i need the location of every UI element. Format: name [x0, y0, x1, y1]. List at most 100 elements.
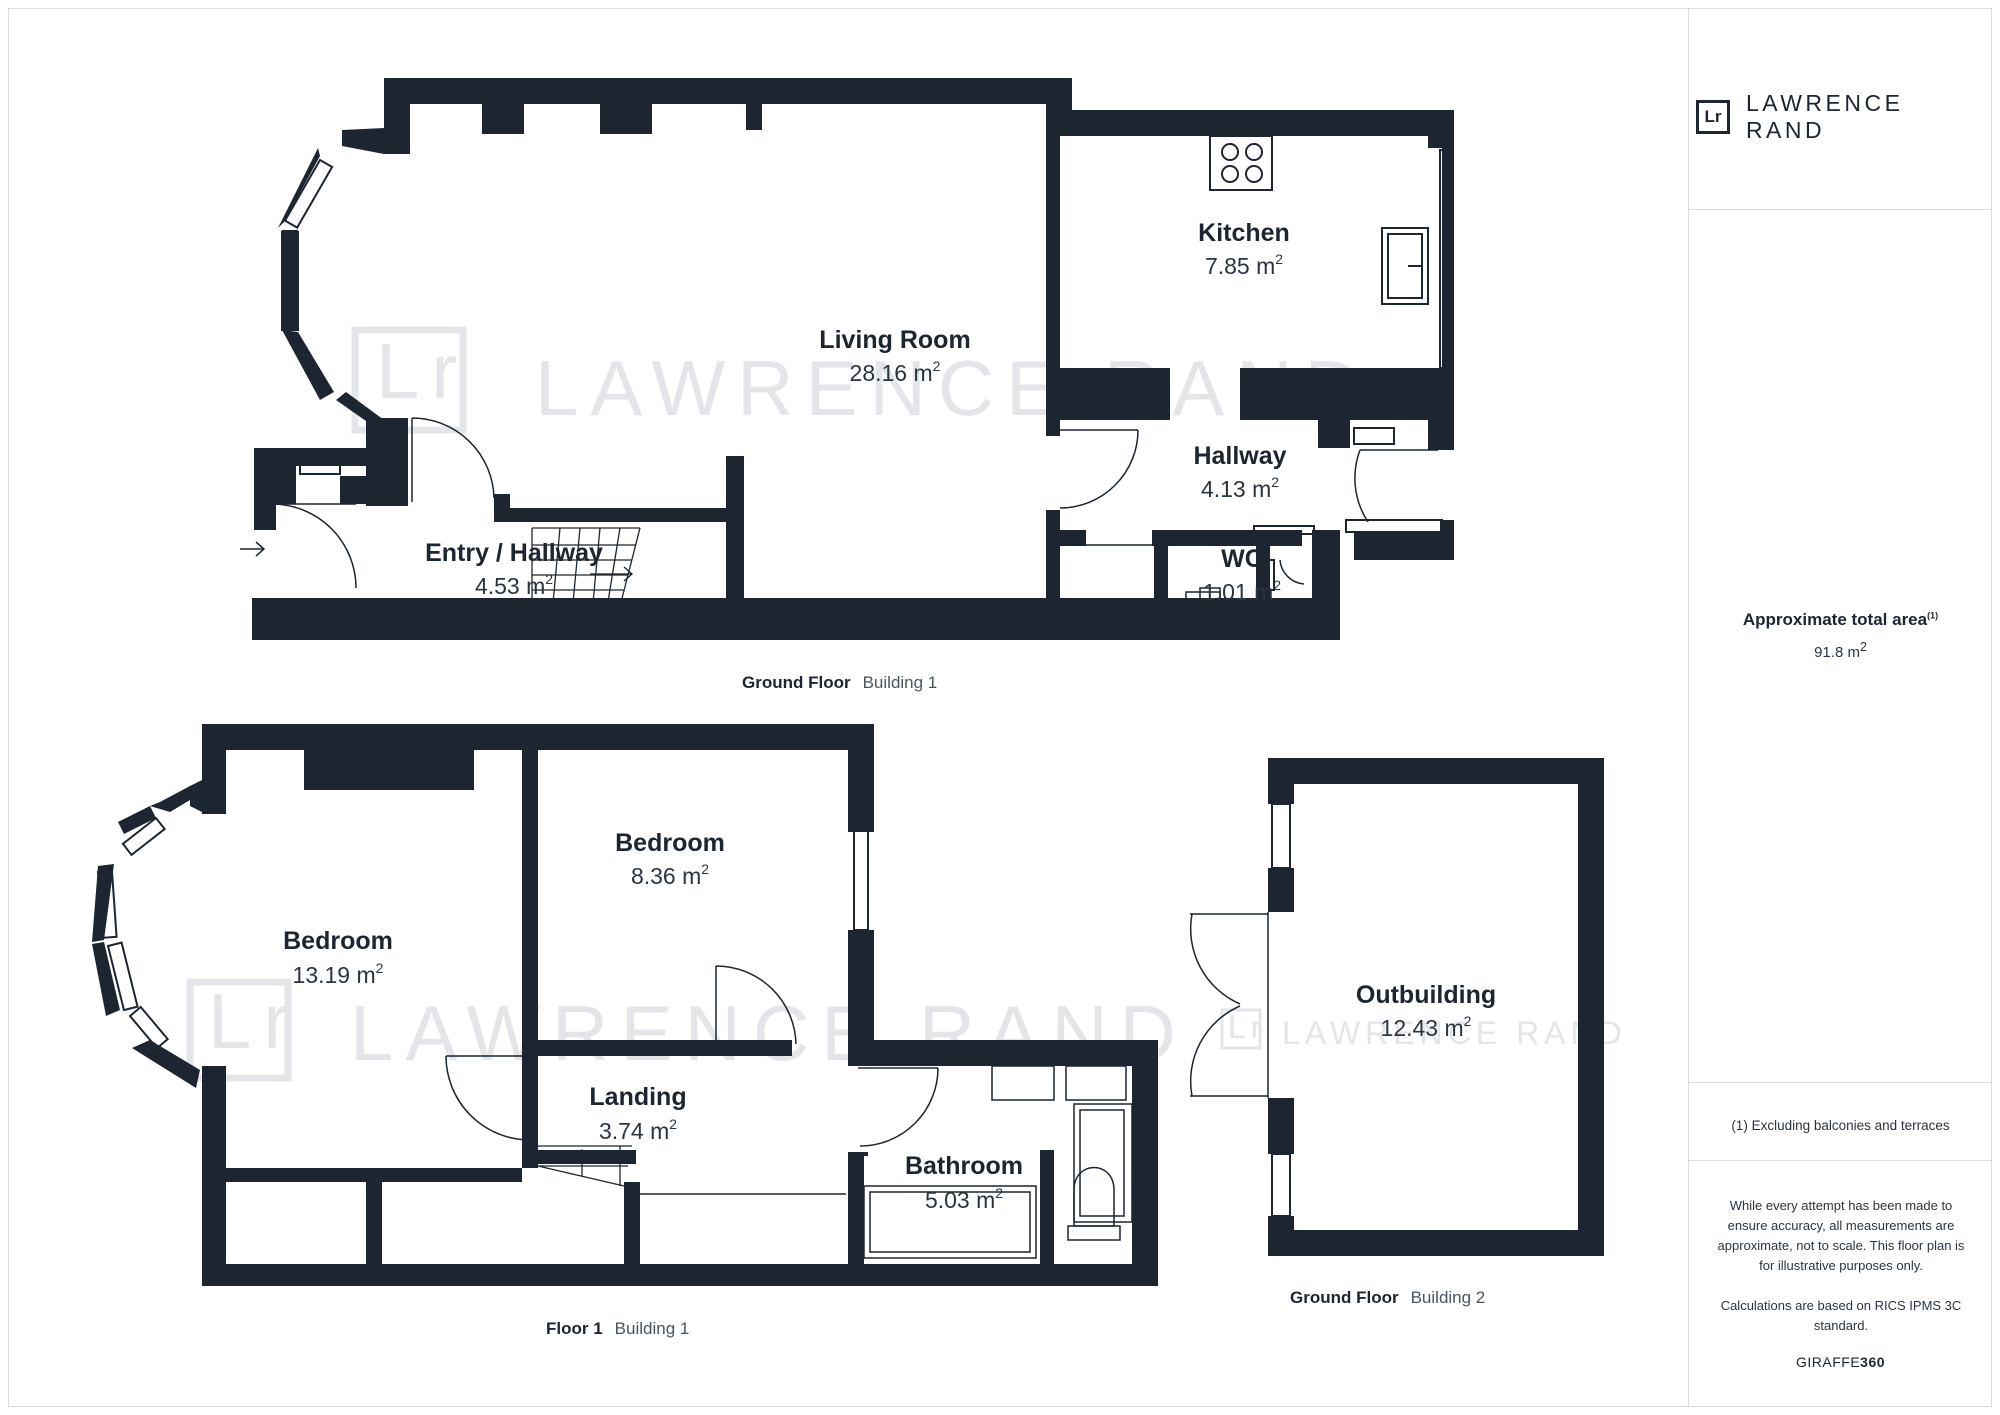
room-name: Bedroom — [615, 829, 725, 857]
watermark-ground: Lr LAWRENCE RAND — [351, 326, 1373, 434]
total-area-number: 91.8 m — [1814, 644, 1860, 661]
ground-stairs — [531, 527, 641, 615]
hob-ring-icon — [1245, 165, 1263, 183]
svg-text:8.36 m2: 8.36 m2 — [631, 861, 709, 889]
shower-tray-icon — [1073, 1103, 1133, 1223]
footnote: (1) Excluding balconies and terraces — [1731, 1118, 1950, 1133]
door-swing-icon — [859, 1067, 939, 1147]
sink-icon — [1381, 227, 1429, 305]
room-label-living-room: Living Room 28.16 m2 — [819, 326, 970, 386]
ground-floor-doors — [271, 417, 1438, 609]
floor-plan-drawing: Lr LAWRENCE RAND Lr LAWRENCE RAND Lr LAW… — [92, 78, 1627, 1338]
door-swing-icon — [411, 417, 495, 499]
room-area: 4.53 m — [475, 573, 545, 599]
credit-light: GIRAFFE — [1795, 1354, 1861, 1370]
kitchen-fittings — [1164, 135, 1429, 398]
room-label-entry-hallway: Entry / Hallway 4.53 m2 — [425, 539, 603, 599]
watermark-mark: Lr — [376, 327, 469, 415]
door-swing-icon — [1189, 1005, 1241, 1097]
hob-ring-icon — [1221, 165, 1239, 183]
area-unit-sup: 2 — [1271, 474, 1279, 490]
toilet-icon — [1073, 1166, 1115, 1227]
room-name: Entry / Hallway — [425, 539, 603, 567]
room-name: Bedroom — [283, 927, 393, 955]
area-unit-sup: 2 — [995, 1185, 1003, 1201]
watermark-text: LAWRENCE RAND — [1282, 1015, 1627, 1051]
entrance-arrow-icon — [240, 541, 266, 557]
building-name: Building 2 — [1411, 1288, 1486, 1307]
floor-name: Ground Floor — [1290, 1288, 1399, 1307]
room-area: 1.01 m — [1203, 579, 1273, 605]
sidebar-divider — [1689, 1082, 1992, 1083]
sidebar-divider — [1689, 1160, 1992, 1161]
room-area: 13.19 m — [293, 962, 376, 988]
info-sidebar: Lr LAWRENCE RAND Approximate total area(… — [1688, 8, 1992, 1407]
svg-text:4.53 m2: 4.53 m2 — [475, 571, 553, 599]
building-name: Building 1 — [863, 673, 938, 692]
area-unit-sup: 2 — [1273, 577, 1281, 593]
svg-text:7.85 m2: 7.85 m2 — [1205, 251, 1283, 279]
credit-bold: 360 — [1860, 1354, 1886, 1370]
room-label-outbuilding: Outbuilding 12.43 m2 — [1356, 981, 1496, 1041]
room-label-bathroom: Bathroom 5.03 m2 — [905, 1152, 1023, 1213]
calculation-note: Calculations are based on RICS IPMS 3C s… — [1720, 1298, 1962, 1333]
svg-text:13.19 m2: 13.19 m2 — [293, 960, 384, 988]
area-unit-sup: 2 — [701, 861, 709, 877]
total-area-block: Approximate total area(1) 91.8 m2 — [1689, 610, 1992, 661]
door-swing-icon — [715, 965, 797, 1045]
total-area-label: Approximate total area — [1742, 610, 1928, 629]
disclaimer: While every attempt has been made to ens… — [1717, 1198, 1965, 1273]
room-area: 4.13 m — [1201, 476, 1271, 502]
area-unit-sup: 2 — [1859, 640, 1867, 654]
room-area: 8.36 m — [631, 863, 701, 889]
giraffe360-credit: GIRAFFE360 — [1689, 1354, 1992, 1370]
front-door-swing-icon — [271, 503, 357, 589]
area-unit-sup: 2 — [669, 1116, 677, 1132]
room-name: Kitchen — [1198, 219, 1290, 247]
door-swing-icon — [1189, 913, 1241, 1005]
door-swing-icon — [445, 1055, 531, 1141]
svg-text:28.16 m2: 28.16 m2 — [850, 358, 941, 386]
door-swing-icon — [1059, 429, 1139, 509]
toilet-icon — [1199, 587, 1221, 609]
page-frame — [8, 8, 1992, 1407]
floor-label-first-building-1: Floor 1 Building 1 — [546, 1319, 689, 1338]
svg-text:12.43 m2: 12.43 m2 — [1381, 1013, 1472, 1041]
room-label-hallway: Hallway 4.13 m2 — [1193, 442, 1286, 502]
svg-text:4.13 m2: 4.13 m2 — [1201, 474, 1279, 502]
room-area: 5.03 m — [925, 1187, 995, 1213]
hob-ring-icon — [1245, 143, 1263, 161]
svg-text:5.03 m2: 5.03 m2 — [925, 1185, 1003, 1213]
watermark-text: LAWRENCE RAND — [535, 344, 1373, 432]
floor-name: Floor 1 — [546, 1319, 603, 1338]
room-label-bedroom-back: Bedroom 8.36 m2 — [615, 829, 725, 889]
basin-icon — [1065, 1065, 1127, 1101]
svg-text:1.01 m2: 1.01 m2 — [1203, 577, 1281, 605]
brand-name: LAWRENCE RAND — [1745, 90, 1904, 143]
building-name: Building 1 — [615, 1319, 690, 1338]
room-area: 12.43 m — [1381, 1015, 1464, 1041]
total-area-title: Approximate total area(1) — [1689, 610, 1992, 630]
brand-logo: Lr LAWRENCE RAND — [1696, 90, 1992, 144]
svg-text:3.74 m2: 3.74 m2 — [599, 1116, 677, 1144]
room-label-wc: WC 1.01 m2 — [1203, 545, 1281, 605]
watermark-first: Lr LAWRENCE RAND — [186, 977, 1176, 1082]
room-name: Living Room — [819, 326, 970, 354]
footnote-ref: (1) — [1927, 610, 1939, 621]
watermark-mark: Lr — [208, 977, 301, 1065]
first-floor-windows — [96, 807, 1151, 1221]
area-unit-sup: 2 — [1464, 1013, 1472, 1029]
room-label-kitchen: Kitchen 7.85 m2 — [1198, 219, 1290, 279]
room-label-bedroom-front: Bedroom 13.19 m2 — [283, 927, 393, 988]
area-unit-sup: 2 — [545, 571, 553, 587]
ground-floor-windows — [281, 149, 1453, 591]
bathtub-icon — [863, 1185, 1037, 1259]
door-swing-icon — [1354, 449, 1369, 523]
room-area: 28.16 m — [850, 360, 933, 386]
total-area-value: 91.8 m2 — [1689, 640, 1992, 661]
area-unit-sup: 2 — [376, 960, 384, 976]
sidebar-divider — [1689, 209, 1992, 210]
outbuilding-windows-doors — [1189, 803, 1291, 1217]
door-swing-icon — [1279, 559, 1305, 585]
